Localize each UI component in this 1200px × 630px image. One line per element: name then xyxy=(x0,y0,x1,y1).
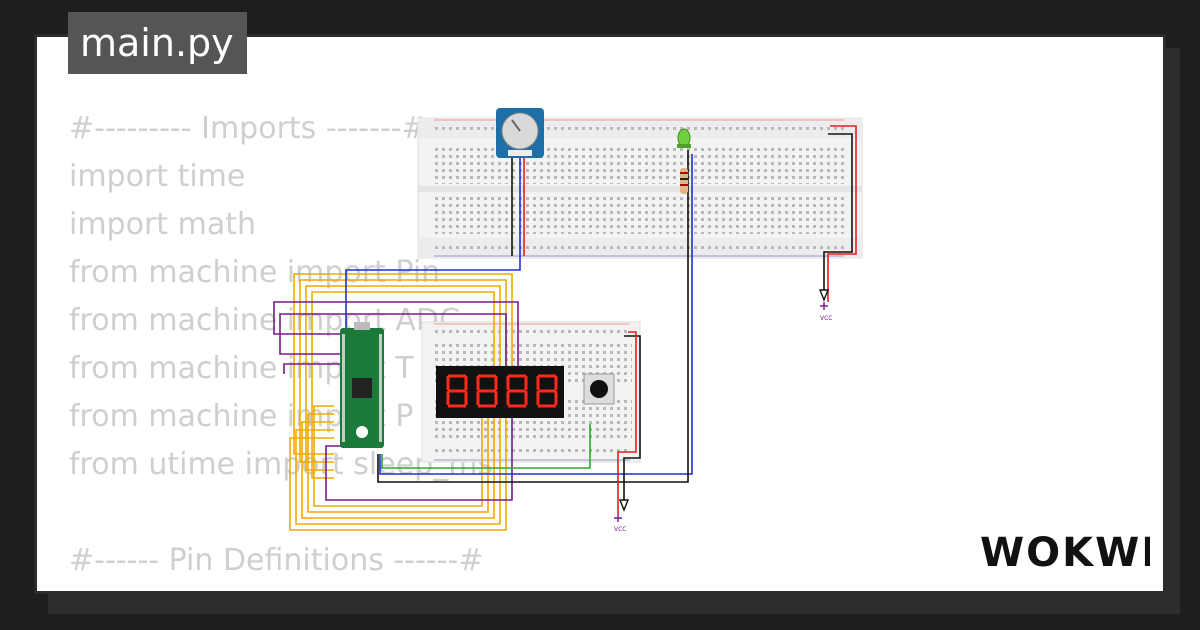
code-line: from machine import Pin xyxy=(69,255,441,290)
vcc-symbol xyxy=(614,302,828,522)
wokwi-logo: WOKWI xyxy=(978,528,1156,580)
pushbutton xyxy=(583,373,615,405)
code-line: #------ Pin Definitions ------# xyxy=(69,543,484,578)
potentiometer xyxy=(496,108,544,158)
blue-wires xyxy=(345,152,693,475)
preview-card: #--------- Imports -------# import time im… xyxy=(34,34,1166,594)
wokwi-logo-mark: WOKWI xyxy=(980,530,1156,576)
brand-text: WOKWI xyxy=(980,530,1150,576)
code-line: #--------- Imports -------# xyxy=(69,111,427,146)
code-line: from machine import P xyxy=(69,399,414,434)
circuit-diagram: VCC VCC xyxy=(273,108,863,533)
file-title: main.py xyxy=(68,12,247,74)
purple-wires xyxy=(273,301,519,501)
green-wires xyxy=(381,424,591,469)
seven-segment-display xyxy=(436,366,564,418)
black-wires xyxy=(377,133,853,500)
code-line: from utime import sleep_ms xyxy=(69,447,494,482)
code-background: #--------- Imports -------# import time im… xyxy=(69,105,493,585)
red-wires xyxy=(523,125,857,514)
code-line: import math xyxy=(69,207,256,242)
orange-wires xyxy=(289,273,513,531)
resistor xyxy=(680,168,688,194)
led xyxy=(677,128,691,148)
vcc-label: VCC xyxy=(614,526,626,533)
vcc-label: VCC xyxy=(820,315,832,322)
breadboard-top xyxy=(417,117,863,259)
ground-symbol xyxy=(618,289,830,512)
code-line: import time xyxy=(69,159,246,194)
pico-board xyxy=(340,322,384,448)
